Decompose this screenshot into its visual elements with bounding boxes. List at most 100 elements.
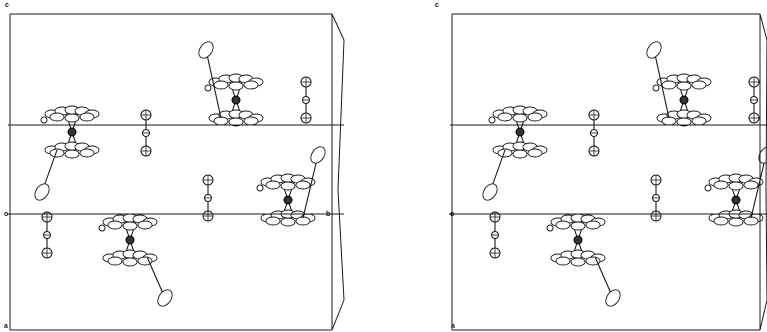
hydrogen-atom: [488, 116, 496, 124]
ring-atom: [512, 149, 528, 159]
substituent-atom: [758, 146, 767, 164]
ring-atom: [122, 257, 138, 267]
ring-atom: [743, 180, 759, 190]
ring-atom: [64, 149, 80, 159]
bond: [653, 49, 670, 119]
ring-atom: [743, 216, 759, 226]
molecule-layer: [482, 41, 767, 307]
cell-frame: [7, 13, 345, 331]
ring-atom: [137, 220, 153, 230]
upper-ring: [708, 209, 764, 227]
hydrogen-atom: [256, 184, 264, 192]
ring-atom: [691, 116, 707, 126]
cell-edge: [331, 13, 345, 41]
ring-atom: [661, 80, 677, 90]
ring-atom: [497, 148, 513, 158]
ring-atom: [555, 256, 571, 266]
axis-label-origin: o: [450, 211, 455, 218]
ring-atom: [570, 257, 586, 267]
hydrogen-atom: [98, 224, 106, 232]
ring-atom: [64, 113, 80, 123]
hydrogen-atom: [546, 224, 554, 232]
ring-atom: [107, 220, 123, 230]
bond: [302, 154, 319, 219]
ring-atom: [497, 112, 513, 122]
ring-atom: [79, 148, 95, 158]
ring-atom: [676, 81, 692, 91]
ring-atom: [555, 220, 571, 230]
substituent-atom: [157, 289, 173, 307]
ring-atom: [713, 216, 729, 226]
ring-atom: [243, 116, 259, 126]
cell-edge: [759, 299, 767, 331]
axis-label-b: b: [326, 211, 331, 218]
lower-ring: [260, 173, 316, 191]
ring-atom: [265, 216, 281, 226]
substituent-atom: [482, 183, 498, 201]
substituent-atom: [198, 41, 214, 59]
ring-atom: [512, 113, 528, 123]
bond: [750, 154, 767, 219]
axis-label-c: c: [435, 2, 439, 9]
lower-ring: [550, 249, 606, 267]
upper-ring: [44, 105, 100, 123]
molecule-layer: [34, 41, 326, 307]
lower-ring: [656, 73, 712, 91]
ring-atom: [527, 148, 543, 158]
substituent-atom: [310, 146, 326, 164]
metal-atom: [283, 195, 293, 205]
upper-ring: [492, 105, 548, 123]
upper-ring: [102, 213, 158, 231]
bond: [205, 49, 222, 119]
bond: [594, 257, 614, 299]
hydrogen-atom: [40, 116, 48, 124]
hydrogen-atom: [704, 184, 712, 192]
lower-ring: [208, 73, 264, 91]
ring-atom: [676, 117, 692, 127]
ring-atom: [661, 116, 677, 126]
metal-atom: [731, 195, 741, 205]
ring-atom: [585, 220, 601, 230]
stereo-view-right: c o a: [384, 0, 767, 332]
ring-atom: [228, 81, 244, 91]
axis-label-a: a: [4, 323, 8, 330]
lower-ring: [44, 141, 100, 159]
ring-atom: [243, 80, 259, 90]
ring-atom: [713, 180, 729, 190]
ring-atom: [213, 116, 229, 126]
cell-edge: [337, 189, 345, 301]
upper-ring: [260, 209, 316, 227]
ring-atom: [295, 216, 311, 226]
ring-atom: [49, 112, 65, 122]
ring-atom: [691, 80, 707, 90]
metal-atom: [125, 235, 135, 245]
bond: [146, 257, 166, 299]
ring-atom: [107, 256, 123, 266]
ring-atom: [280, 181, 296, 191]
cell-edge: [331, 299, 345, 331]
metal-atom: [679, 95, 689, 105]
lower-ring: [492, 141, 548, 159]
substituent-atom: [34, 183, 50, 201]
substituent-atom: [605, 289, 621, 307]
hydrogen-atom: [204, 84, 212, 92]
ring-atom: [728, 181, 744, 191]
ring-atom: [280, 217, 296, 227]
hydrogen-atom: [652, 84, 660, 92]
metal-atom: [231, 95, 241, 105]
stereo-view-left: c o b a: [4, 2, 345, 331]
ring-atom: [79, 112, 95, 122]
ring-atom: [295, 180, 311, 190]
ring-atom: [228, 117, 244, 127]
lower-ring: [102, 249, 158, 267]
upper-ring: [208, 109, 264, 127]
ring-atom: [728, 217, 744, 227]
cell-edge: [337, 39, 345, 191]
metal-atom: [573, 235, 583, 245]
upper-ring: [550, 213, 606, 231]
ring-atom: [49, 148, 65, 158]
substituent-atom: [646, 41, 662, 59]
axis-label-origin: o: [4, 211, 9, 218]
unit-cell-packing-diagram: [449, 13, 767, 331]
upper-ring: [656, 109, 712, 127]
